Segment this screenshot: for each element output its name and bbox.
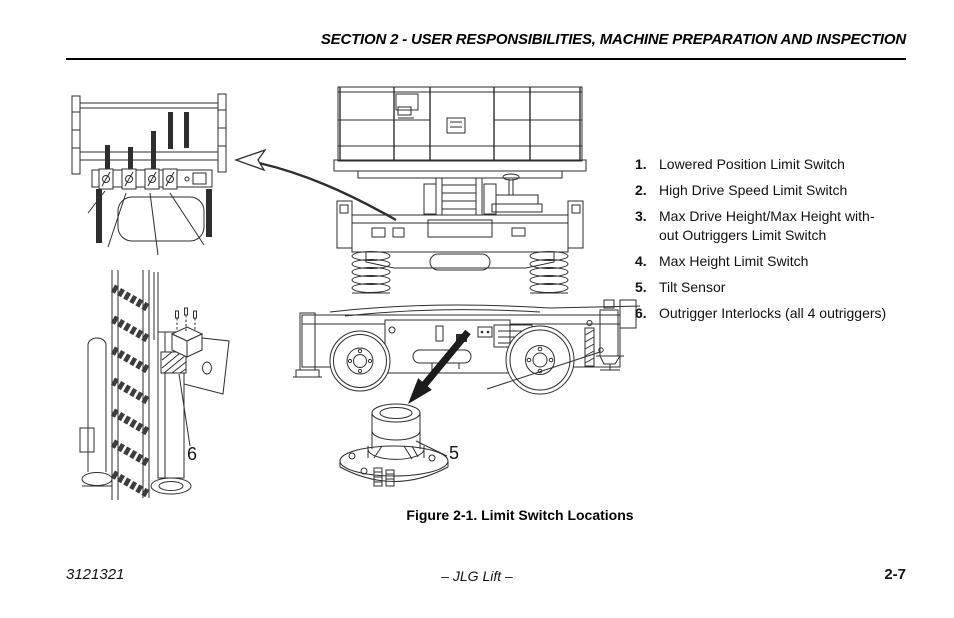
side-view-drawing bbox=[293, 299, 641, 395]
legend-item: 2. High Drive Speed Limit Switch bbox=[635, 181, 935, 200]
legend-item-label: Lowered Position Limit Switch bbox=[659, 156, 845, 172]
mast-outrigger-detail-drawing bbox=[79, 270, 230, 500]
legend-item: 1. Lowered Position Limit Switch bbox=[635, 155, 935, 174]
legend-item-label: Max Height Limit Switch bbox=[659, 253, 809, 269]
legend-item-label: Tilt Sensor bbox=[659, 279, 726, 295]
legend-item: 3. Max Drive Height/Max Height with- out… bbox=[635, 207, 935, 245]
footer-doc-number: 3121321 bbox=[66, 566, 125, 583]
legend-list: 1. Lowered Position Limit Switch 2. High… bbox=[635, 155, 935, 330]
pointer-arrow-icon bbox=[408, 329, 471, 404]
legend-item-label: Max Drive Height/Max Height with- out Ou… bbox=[659, 208, 875, 243]
callout-6-label: 6 bbox=[187, 444, 198, 464]
figure-caption: Figure 2-1. Limit Switch Locations bbox=[406, 507, 634, 523]
legend-item-number: 1. bbox=[635, 156, 647, 172]
header-divider bbox=[66, 58, 906, 60]
platform-switches-detail-drawing bbox=[71, 93, 227, 256]
legend-item: 6. Outrigger Interlocks (all 4 outrigger… bbox=[635, 304, 935, 323]
page-title: SECTION 2 - USER RESPONSIBILITIES, MACHI… bbox=[320, 31, 906, 48]
legend-item-number: 6. bbox=[635, 305, 647, 321]
legend-item-number: 3. bbox=[635, 208, 647, 224]
tilt-sensor-detail-drawing bbox=[339, 403, 449, 487]
callout-arrow-icon bbox=[234, 148, 397, 222]
legend-item: 5. Tilt Sensor bbox=[635, 278, 935, 297]
footer-page-number: 2-7 bbox=[884, 566, 906, 583]
legend-item-number: 4. bbox=[635, 253, 647, 269]
legend-item-label: Outrigger Interlocks (all 4 outriggers) bbox=[659, 305, 887, 321]
legend-item-number: 5. bbox=[635, 279, 647, 295]
legend-item: 4. Max Height Limit Switch bbox=[635, 252, 935, 271]
front-view-drawing bbox=[333, 86, 587, 294]
legend-item-label: High Drive Speed Limit Switch bbox=[659, 182, 848, 198]
callout-5-label: 5 bbox=[449, 443, 460, 463]
footer-brand-label: – JLG Lift – bbox=[441, 568, 513, 584]
legend-item-number: 2. bbox=[635, 182, 647, 198]
